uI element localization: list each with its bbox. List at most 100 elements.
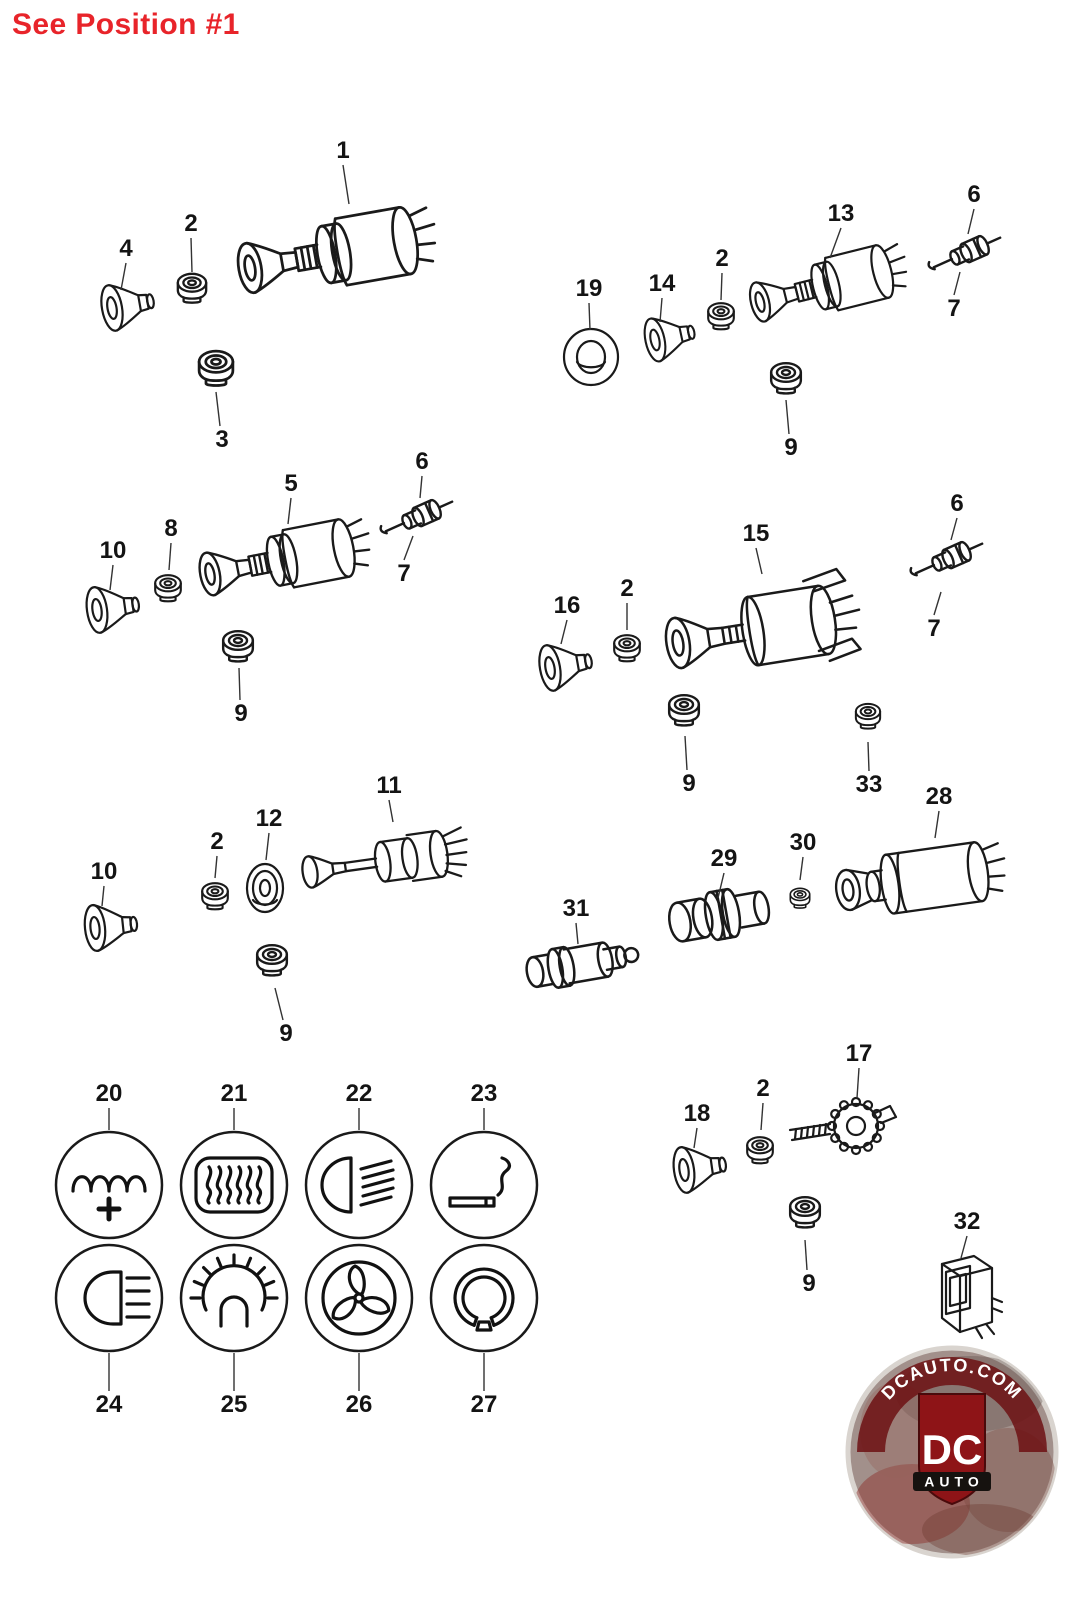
part-label-26: 26 bbox=[346, 1391, 373, 1418]
symbol-inserts bbox=[54, 1130, 539, 1353]
part-label-11: 11 bbox=[376, 772, 401, 799]
part-label-9: 9 bbox=[682, 770, 695, 797]
leader-line-9 bbox=[238, 667, 241, 701]
leader-line-17 bbox=[856, 1067, 860, 1099]
part-14-knob bbox=[640, 309, 700, 365]
part-label-6: 6 bbox=[415, 448, 428, 475]
leader-line-4 bbox=[120, 262, 127, 291]
leader-line-9 bbox=[274, 987, 284, 1021]
leader-line-31 bbox=[575, 922, 579, 945]
part-label-5: 5 bbox=[284, 470, 297, 497]
ring-dial-icon bbox=[453, 1267, 515, 1332]
symbol-insert-23 bbox=[429, 1130, 539, 1240]
part-label-2: 2 bbox=[715, 245, 728, 272]
part-10-knob-1 bbox=[82, 580, 144, 636]
part-6-bulb-holder-1 bbox=[924, 227, 1006, 280]
part-31-lighter-element bbox=[522, 933, 643, 994]
part-label-7: 7 bbox=[397, 560, 410, 587]
logo-top-band bbox=[857, 1357, 1047, 1453]
leader-line-29 bbox=[717, 872, 725, 899]
leader-line-32 bbox=[960, 1235, 968, 1259]
leader-line-14 bbox=[659, 297, 663, 323]
part-2-nut-5 bbox=[746, 1136, 774, 1165]
leader-line-28 bbox=[934, 810, 940, 839]
part-label-6: 6 bbox=[967, 181, 980, 208]
symbol-disc bbox=[304, 1243, 414, 1353]
part-9-nut-1 bbox=[769, 361, 803, 395]
part-label-13: 13 bbox=[828, 200, 855, 227]
part-label-10: 10 bbox=[100, 537, 127, 564]
leader-line-30 bbox=[799, 856, 804, 881]
logo-name: AUTO bbox=[924, 1474, 983, 1490]
leader-line-6 bbox=[967, 208, 975, 235]
part-6-bulb-holder-3 bbox=[906, 533, 988, 586]
symbol-insert-24 bbox=[54, 1243, 164, 1353]
symbol-disc bbox=[304, 1130, 414, 1240]
headlight-icon bbox=[83, 1270, 151, 1326]
leader-line-18 bbox=[693, 1127, 698, 1149]
part-label-3: 3 bbox=[215, 426, 228, 453]
part-label-28: 28 bbox=[926, 783, 953, 810]
part-10-knob-2 bbox=[81, 899, 141, 954]
part-12-washer bbox=[245, 862, 285, 914]
part-15-switch bbox=[657, 565, 868, 687]
leader-line-3 bbox=[215, 391, 221, 427]
leader-line-9 bbox=[785, 399, 790, 435]
part-label-16: 16 bbox=[554, 592, 581, 619]
part-8-nut bbox=[154, 574, 182, 603]
part-9-nut-4 bbox=[255, 943, 289, 977]
part-33-nut bbox=[854, 702, 882, 730]
symbol-insert-26 bbox=[304, 1243, 414, 1353]
part-11-stalk-switch bbox=[298, 825, 473, 900]
blower-icon bbox=[189, 1253, 279, 1328]
dcauto-logo: DCAUTO.COM DC AUTO bbox=[845, 1345, 1059, 1559]
leader-line-10 bbox=[109, 564, 114, 591]
part-label-2: 2 bbox=[756, 1075, 769, 1102]
leader-line-33 bbox=[867, 741, 870, 772]
symbol-insert-27 bbox=[429, 1243, 539, 1353]
part-19-grommet-ring bbox=[562, 327, 620, 387]
part-1-rotary-switch bbox=[231, 200, 444, 305]
part-label-17: 17 bbox=[846, 1040, 873, 1067]
part-label-32: 32 bbox=[954, 1208, 981, 1235]
part-label-7: 7 bbox=[927, 615, 940, 642]
leader-line-6 bbox=[419, 475, 423, 499]
part-9-nut-5 bbox=[788, 1195, 822, 1229]
part-9-nut-3 bbox=[667, 693, 701, 727]
part-9-nut-2 bbox=[221, 629, 255, 663]
part-label-1: 1 bbox=[336, 137, 349, 164]
heater-coils-icon bbox=[71, 1175, 147, 1222]
symbol-disc bbox=[54, 1243, 164, 1353]
part-label-2: 2 bbox=[620, 575, 633, 602]
part-label-18: 18 bbox=[684, 1100, 711, 1127]
part-label-8: 8 bbox=[164, 515, 177, 542]
symbol-disc bbox=[54, 1130, 164, 1240]
leader-line-13 bbox=[829, 227, 842, 259]
leader-line-12 bbox=[265, 832, 270, 861]
leader-line-11 bbox=[388, 799, 394, 823]
part-3-nut bbox=[197, 349, 235, 387]
leader-line-9 bbox=[804, 1239, 808, 1271]
leader-line-2 bbox=[214, 855, 218, 879]
part-label-9: 9 bbox=[784, 434, 797, 461]
leader-line-19 bbox=[588, 302, 591, 331]
part-label-7: 7 bbox=[947, 295, 960, 322]
symbol-insert-22 bbox=[304, 1130, 414, 1240]
page-title: See Position #1 bbox=[12, 8, 240, 41]
fog-light-icon bbox=[320, 1156, 395, 1214]
part-label-6: 6 bbox=[950, 490, 963, 517]
leader-line-1 bbox=[342, 164, 350, 205]
symbol-insert-25 bbox=[179, 1243, 289, 1353]
part-label-10: 10 bbox=[91, 858, 118, 885]
part-label-21: 21 bbox=[221, 1080, 248, 1107]
part-label-19: 19 bbox=[576, 275, 603, 302]
part-13-rotary-switch bbox=[743, 238, 915, 332]
part-label-4: 4 bbox=[119, 235, 133, 262]
leader-line-2 bbox=[760, 1102, 764, 1131]
part-6-bulb-holder-2 bbox=[376, 491, 458, 544]
leader-line-15 bbox=[755, 547, 763, 575]
fan-icon bbox=[321, 1260, 397, 1336]
part-16-knob bbox=[535, 636, 597, 694]
